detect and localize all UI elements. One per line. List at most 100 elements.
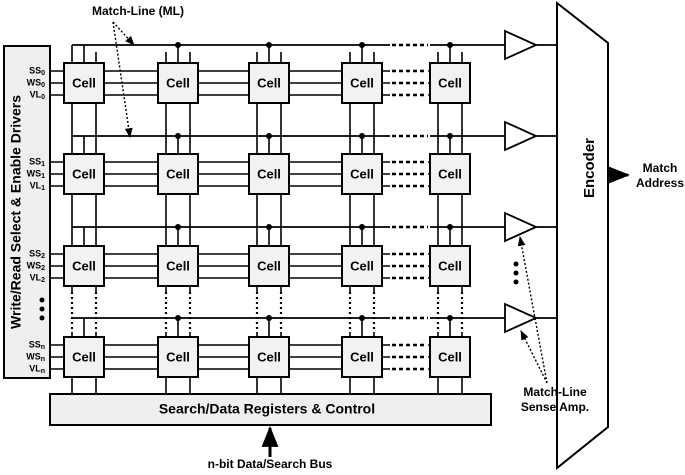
junction-dot — [266, 133, 272, 139]
cell: Cell — [248, 153, 290, 195]
cell: Cell — [63, 62, 105, 104]
junction-dot — [266, 224, 272, 230]
sense-amp-pointer-2 — [520, 330, 548, 384]
junction-dot — [175, 224, 181, 230]
sense-amp-label-line2: Sense Amp. — [521, 400, 589, 414]
cell: Cell — [429, 153, 471, 195]
cell: Cell — [341, 245, 383, 287]
cell-box — [429, 336, 471, 378]
cell-label: Cell — [257, 166, 281, 181]
cell-label: Cell — [166, 166, 190, 181]
sense-amplifier — [504, 120, 539, 152]
match-address-label-line2: Address — [636, 176, 684, 190]
cell-box — [341, 62, 383, 104]
sense-amplifier — [504, 211, 539, 243]
cell: Cell — [157, 336, 199, 378]
cell-box — [248, 153, 290, 195]
cell: Cell — [157, 153, 199, 195]
cell: Cell — [63, 153, 105, 195]
row-ss-label: SS0 — [29, 65, 45, 76]
row-ws-label: WSn — [26, 351, 45, 362]
sense-amplifier — [504, 302, 539, 334]
cell: Cell — [248, 62, 290, 104]
junction-dot — [359, 224, 365, 230]
junction-dot — [175, 133, 181, 139]
cell-label: Cell — [72, 349, 96, 364]
row-ws-label: WS0 — [27, 77, 46, 88]
bus-label: n-bit Data/Search Bus — [208, 457, 333, 471]
cell-label: Cell — [438, 258, 462, 273]
cell-label: Cell — [72, 166, 96, 181]
cell: Cell — [341, 153, 383, 195]
cell: Cell — [429, 62, 471, 104]
junction-dot — [447, 42, 453, 48]
cell-label: Cell — [72, 75, 96, 90]
junction-dot — [447, 133, 453, 139]
junction-dot — [447, 315, 453, 321]
drivers-label: Write/Read Select & Enable Drivers — [8, 95, 24, 329]
row-vl-label: VL2 — [30, 272, 46, 283]
match-address-label-line1: Match — [643, 161, 678, 175]
cell-box — [63, 336, 105, 378]
junction-dot — [175, 315, 181, 321]
junction-dot — [447, 224, 453, 230]
cell-box — [341, 153, 383, 195]
sense-amp-ellipsis — [513, 261, 519, 285]
cell-label: Cell — [166, 258, 190, 273]
row-ss-label: SSn — [29, 339, 45, 350]
cell-label: Cell — [166, 75, 190, 90]
encoder-block — [556, 0, 609, 471]
row-ellipsis — [39, 297, 45, 321]
sense-amplifier — [504, 29, 539, 61]
cell-label: Cell — [257, 349, 281, 364]
cell-box — [157, 336, 199, 378]
row-vl-label: VL0 — [30, 89, 46, 100]
cell-box — [341, 245, 383, 287]
junction-dot — [175, 42, 181, 48]
junction-dot — [359, 42, 365, 48]
cell: Cell — [429, 245, 471, 287]
cell-box — [63, 153, 105, 195]
cell-label: Cell — [438, 166, 462, 181]
junction-dot — [266, 315, 272, 321]
cell-box — [341, 336, 383, 378]
cell: Cell — [248, 245, 290, 287]
row-ws-label: WS1 — [27, 168, 46, 179]
cell-box — [429, 245, 471, 287]
cell: Cell — [63, 245, 105, 287]
cell-box — [157, 245, 199, 287]
row-ws-label: WS2 — [27, 260, 46, 271]
encoder-label: Encoder — [581, 138, 598, 198]
cell-label: Cell — [350, 75, 374, 90]
cell-box — [63, 245, 105, 287]
cell-label: Cell — [166, 349, 190, 364]
junction-dot — [359, 315, 365, 321]
cell-label: Cell — [350, 349, 374, 364]
registers-label: Search/Data Registers & Control — [159, 401, 375, 417]
row-ss-label: SS1 — [29, 156, 45, 167]
cell-label: Cell — [438, 75, 462, 90]
cell-label: Cell — [350, 166, 374, 181]
junction-dot — [266, 42, 272, 48]
row-vl-label: VL1 — [30, 180, 46, 191]
cell-label: Cell — [438, 349, 462, 364]
cell-label: Cell — [350, 258, 374, 273]
cell-label: Cell — [72, 258, 96, 273]
match-line-label: Match-Line (ML) — [92, 4, 184, 18]
drivers-block — [3, 45, 51, 379]
sense-amp-label-line1: Match-Line — [523, 385, 587, 399]
cell-box — [63, 62, 105, 104]
match-line-pointer-2 — [112, 21, 133, 138]
cell: Cell — [429, 336, 471, 378]
cell-box — [429, 153, 471, 195]
cell: Cell — [63, 336, 105, 378]
sense-amp-pointer-1 — [517, 236, 548, 384]
row-vl-label: VLn — [29, 363, 45, 374]
match-line-pointer-1 — [112, 21, 135, 46]
cell-label: Cell — [257, 75, 281, 90]
row-ss-label: SS2 — [29, 248, 45, 259]
cell-box — [157, 153, 199, 195]
